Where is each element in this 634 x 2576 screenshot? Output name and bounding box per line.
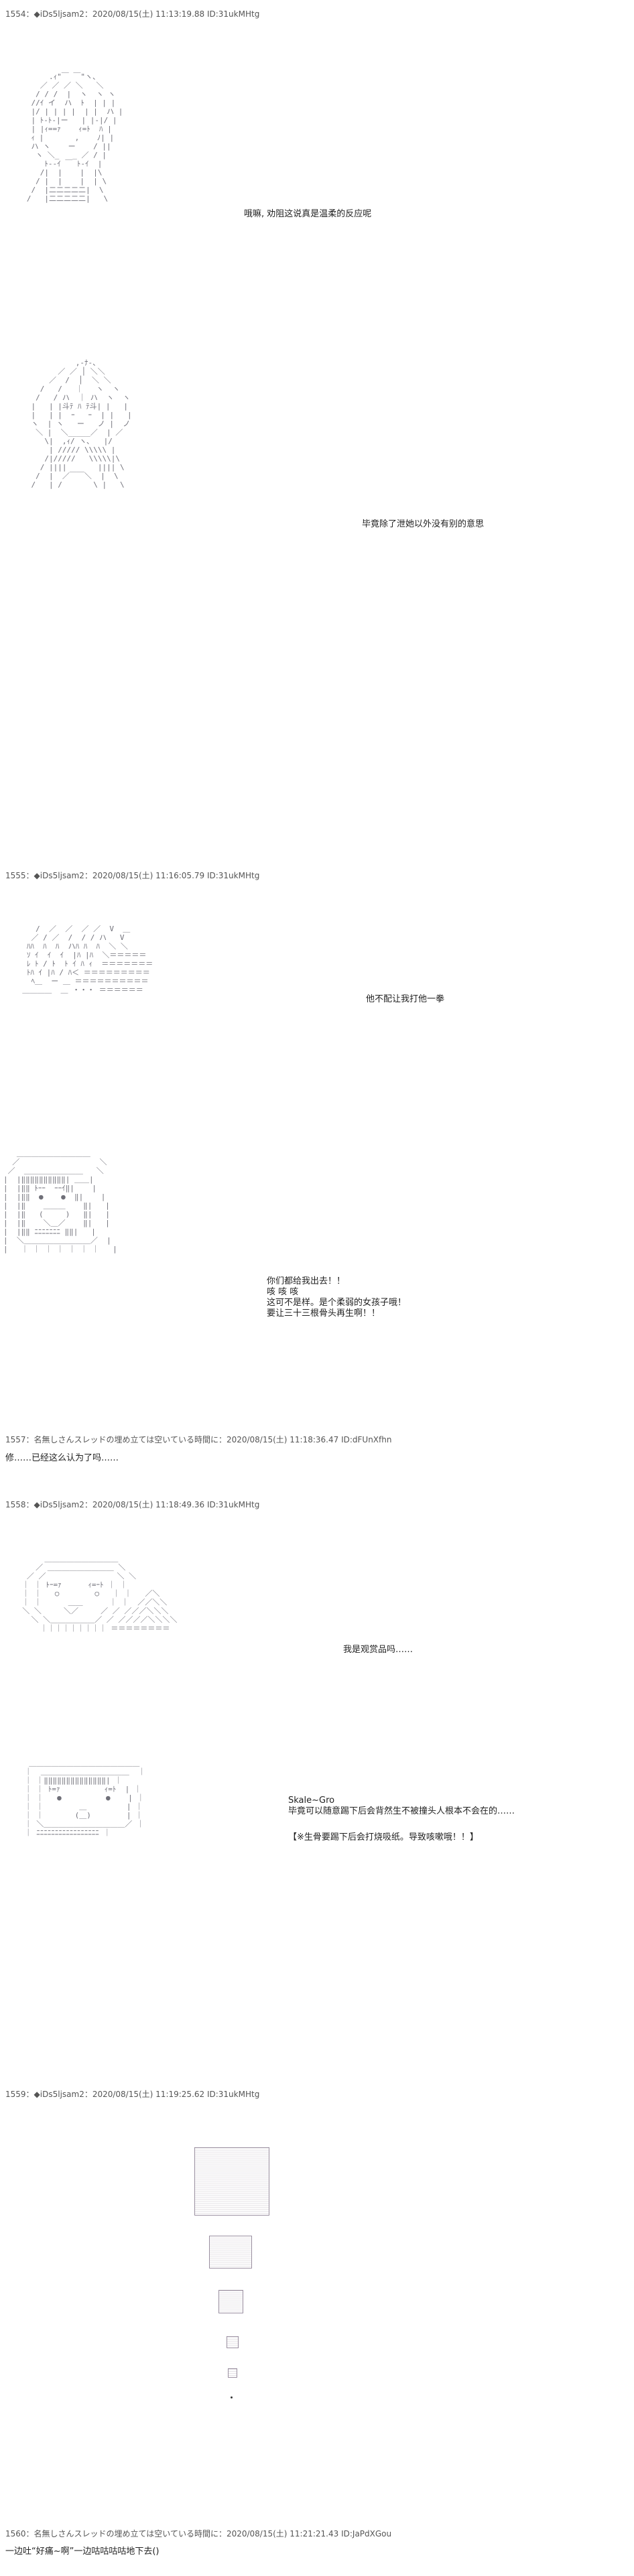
final-dot (231, 2396, 233, 2398)
line-1558a: 我是观赏品吗…… (343, 1645, 414, 1655)
post-1557-body: 修……已经这么认为了吗…… (5, 1453, 119, 1463)
ascii-art-figure: .ｨ"￣ ￣"ヽ、 ／ ／ ／ ＼ ＼ / / / | ヽ ヽ ヽ //ｲ イ … (26, 72, 123, 203)
shrinking-box-4 (227, 2336, 239, 2348)
ascii-art-figure-5: ＿＿＿＿＿＿＿＿＿＿ ／ ＿＿＿＿＿＿＿＿＿ ＼ ／ ／ ＼ ＼ ｜ ｜ ﾄｰ=… (22, 1554, 178, 1633)
shrinking-box-3 (218, 2290, 243, 2313)
shrinking-box-5 (228, 2368, 237, 2378)
post-header-1558: 1558：◆iDs5ljsam2：2020/08/15(土) 11:18:49.… (5, 1500, 260, 1509)
line-1555b: 你们都给我出去！！ 咳 咳 咳 这可不是样。是个柔弱的女孩子哦！ 要让三十三根骨… (267, 1276, 407, 1318)
ascii-art-figure-3: / ／ ／ ／ ／ V ＿ ／ / ／ / / / ハ V ﾊﾊ ﾊ ﾊ ハﾊ … (22, 925, 153, 994)
line-1555: 他不配让我打他一拳 (366, 994, 445, 1004)
line-1558b: Skale~Gro 毕竟可以随意踢下后会背然生不被撞头人根本不会在的…… (288, 1795, 515, 1816)
line-1558c: 【※生骨要踢下后会打烧吸纸。导致咳嗽哦！！】 (288, 1832, 479, 1842)
ascii-art-figure-6: ＿＿＿＿＿＿＿＿＿＿＿＿＿＿＿ ｜ ＿＿＿＿＿＿＿＿＿＿＿＿ ｜ ｜ ｜‖‖‖‖… (24, 1759, 146, 1837)
post-header-1557: 1557：名無しさんスレッドの埋め立ては空いている時間に：2020/08/15(… (5, 1435, 392, 1444)
post-header-1560: 1560：名無しさんスレッドの埋め立ては空いている時間に：2020/08/15(… (5, 2529, 392, 2538)
line-1554b: 毕竟除了泄她以外没有别的意思 (362, 519, 485, 529)
shrinking-box-1 (194, 2147, 269, 2216)
ascii-art-figure-4: ＿＿＿＿＿＿＿＿＿＿ ／ ＼ ／ ＿＿＿＿＿＿＿＿ ＼ | |‖‖‖‖‖‖‖‖‖… (3, 1149, 117, 1253)
post-header-1559: 1559：◆iDs5ljsam2：2020/08/15(土) 11:19:25.… (5, 2090, 260, 2099)
post-header-1555: 1555：◆iDs5ljsam2：2020/08/15(土) 11:16:05.… (5, 871, 260, 880)
ascii-art-figure-2: ,-ﾅ-、 ／ ／ │ ＼＼ ／ / │ ＼ ＼ / / ｜ ヽ ヽ / / ハ… (31, 358, 132, 489)
line-1554: 哦嘛, 劝阻这说真是温柔的反应呢 (244, 209, 372, 219)
post-1560-body: 一边吐“好痛~啊”一边咕咕咕咕地下去() (5, 2547, 160, 2557)
post-header-1554: 1554：◆iDs5ljsam2：2020/08/15(土) 11:13:19.… (5, 9, 260, 19)
shrinking-box-2 (209, 2236, 252, 2268)
